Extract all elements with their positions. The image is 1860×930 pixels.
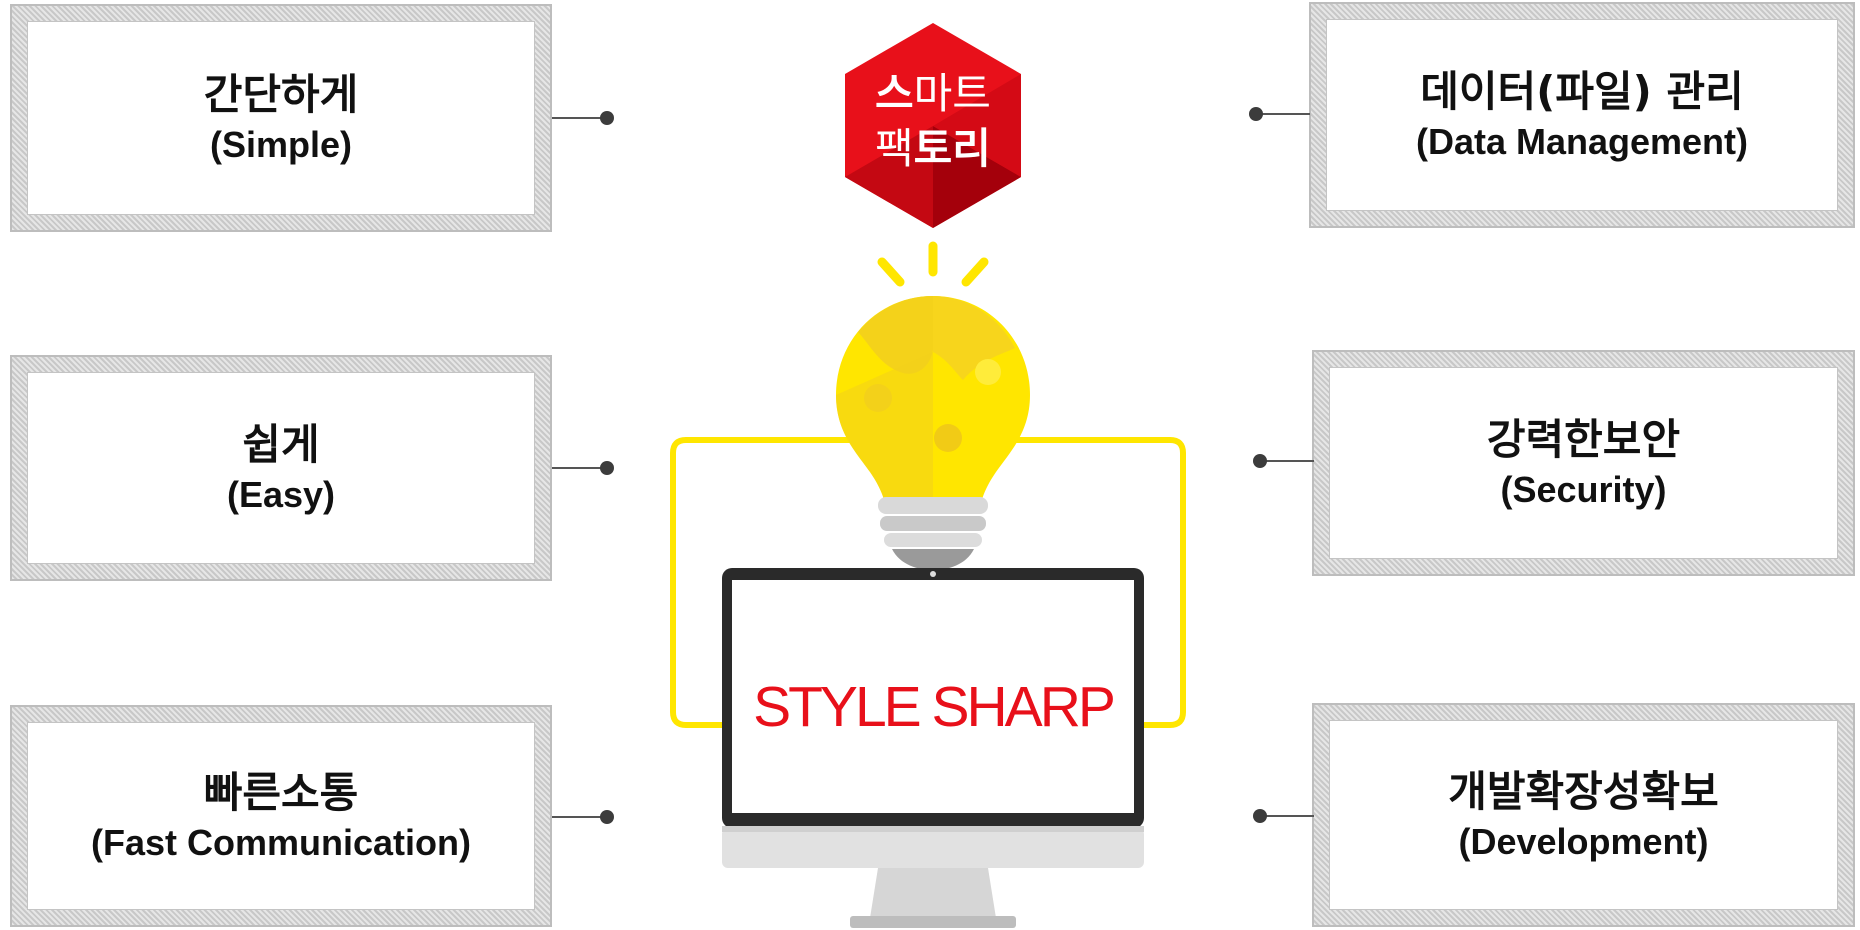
card-simple-title-en: (Simple) bbox=[209, 123, 352, 165]
card-security: 강력한보안 (Security) bbox=[1312, 350, 1855, 576]
card-data-management-inner: 데이터(파일) 관리 (Data Management) bbox=[1326, 19, 1838, 211]
lightbulb-puzzle-icon bbox=[836, 296, 1030, 570]
card-easy-inner: 쉽게 (Easy) bbox=[27, 372, 535, 564]
light-rays bbox=[877, 241, 989, 287]
connector-dot-simple bbox=[600, 111, 614, 125]
hexagon-logo-icon: 스마트 팩토리 bbox=[845, 23, 1021, 228]
monitor-icon bbox=[722, 568, 1144, 928]
connector-data-management bbox=[1256, 113, 1310, 115]
connector-dot-fast-communication bbox=[600, 810, 614, 824]
card-development-title-en: (Development) bbox=[1458, 820, 1709, 862]
connector-easy bbox=[552, 467, 606, 469]
card-fast-communication: 빠른소통 (Fast Communication) bbox=[10, 705, 552, 927]
monitor-screen-text: STYLE SHARP bbox=[753, 675, 1114, 739]
card-data-management: 데이터(파일) 관리 (Data Management) bbox=[1309, 2, 1855, 228]
connector-dot-security bbox=[1253, 454, 1267, 468]
logo-line1-b: 마트 bbox=[914, 69, 991, 118]
card-data-management-title-en: (Data Management) bbox=[1415, 120, 1749, 162]
connector-security bbox=[1260, 460, 1314, 462]
connector-dot-development bbox=[1253, 809, 1267, 823]
card-fast-communication-title-en: (Fast Communication) bbox=[90, 821, 471, 863]
card-fast-communication-inner: 빠른소통 (Fast Communication) bbox=[27, 722, 535, 910]
logo-line2: 팩토리 bbox=[875, 124, 991, 173]
card-easy-title-en: (Easy) bbox=[226, 473, 336, 515]
connector-dot-data-management bbox=[1249, 107, 1263, 121]
connector-fast-communication bbox=[552, 816, 606, 818]
logo-line1-a: 스 bbox=[875, 69, 914, 118]
card-simple: 간단하게 (Simple) bbox=[10, 4, 552, 232]
connector-dot-easy bbox=[600, 461, 614, 475]
card-security-title-en: (Security) bbox=[1500, 468, 1667, 510]
card-fast-communication-title-ko: 빠른소통 bbox=[203, 768, 359, 818]
card-simple-inner: 간단하게 (Simple) bbox=[27, 21, 535, 215]
card-security-title-ko: 강력한보안 bbox=[1486, 415, 1681, 465]
card-development-title-ko: 개발확장성확보 bbox=[1448, 767, 1719, 817]
logo-line2-a: 팩 bbox=[875, 124, 914, 173]
logo-line2-b: 토리 bbox=[914, 124, 991, 173]
connector-development bbox=[1260, 815, 1314, 817]
card-simple-title-ko: 간단하게 bbox=[203, 70, 359, 120]
card-development-inner: 개발확장성확보 (Development) bbox=[1329, 720, 1838, 910]
card-easy-title-ko: 쉽게 bbox=[242, 420, 320, 470]
yellow-frame bbox=[670, 437, 1186, 728]
connector-simple bbox=[552, 117, 606, 119]
card-easy: 쉽게 (Easy) bbox=[10, 355, 552, 581]
logo-line1: 스마트 bbox=[875, 69, 991, 118]
card-data-management-title-ko: 데이터(파일) 관리 bbox=[1420, 67, 1744, 117]
card-security-inner: 강력한보안 (Security) bbox=[1329, 367, 1838, 559]
card-development: 개발확장성확보 (Development) bbox=[1312, 703, 1855, 927]
